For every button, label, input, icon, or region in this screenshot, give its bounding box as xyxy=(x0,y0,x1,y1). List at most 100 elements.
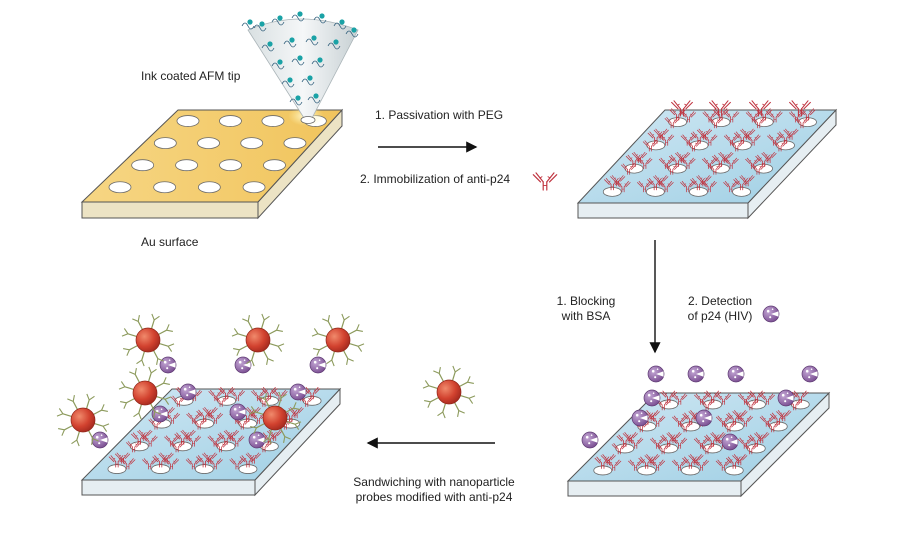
p24-icon xyxy=(309,356,327,374)
well xyxy=(175,159,198,172)
antibody-icon xyxy=(754,432,770,444)
afm-tip-icon xyxy=(241,11,359,126)
well xyxy=(602,186,622,197)
blocking-line-1: 1. Blocking xyxy=(556,294,616,308)
antibody-icon xyxy=(699,443,715,455)
blue-slab-3 xyxy=(80,387,342,497)
ink-dot xyxy=(297,55,303,61)
antibody-icon xyxy=(750,163,766,175)
antibody-icon xyxy=(196,455,213,468)
well xyxy=(637,465,657,476)
gold-slab xyxy=(80,108,344,220)
p24-icon xyxy=(687,365,705,383)
slab-front xyxy=(81,479,256,496)
well xyxy=(108,181,132,194)
antibody-icon xyxy=(616,434,633,447)
antibody-icon xyxy=(699,399,715,411)
gold-substrate xyxy=(80,108,344,220)
p24-icon xyxy=(801,365,819,383)
ink-dot xyxy=(313,93,319,99)
antibody-icon xyxy=(610,175,626,187)
antibody-icon xyxy=(158,452,174,464)
well xyxy=(732,186,751,197)
antibody-icon xyxy=(142,458,158,470)
blocking-label: 1. Blocking with BSA xyxy=(545,294,627,324)
antibody-icon xyxy=(218,387,235,400)
ink-molecule xyxy=(291,14,305,22)
antibody-icon xyxy=(131,432,148,445)
detection-line-1: 2. Detection xyxy=(687,294,753,308)
p24-icon xyxy=(777,389,795,407)
antibody-icon xyxy=(772,140,788,152)
antibody-icon xyxy=(622,432,638,444)
blue-slab-2 xyxy=(566,391,831,498)
antibody-icon xyxy=(185,435,201,447)
well xyxy=(176,115,200,127)
p24-captured-substrate xyxy=(566,365,831,498)
au-surface-label: Au surface xyxy=(141,235,199,249)
ink-molecule xyxy=(313,16,327,24)
slab-top xyxy=(576,109,838,204)
antibody-icon xyxy=(748,434,765,447)
well xyxy=(151,464,171,474)
p24-icon xyxy=(289,383,307,401)
antibody-icon xyxy=(202,452,218,464)
ink-dot xyxy=(319,13,325,19)
well xyxy=(242,181,266,194)
antibody-icon xyxy=(303,387,321,400)
antibody-icon xyxy=(737,415,753,427)
p24-icon xyxy=(179,383,197,401)
antibody-icon xyxy=(707,163,723,175)
antibody-icon xyxy=(682,456,699,469)
ink-molecule xyxy=(253,24,267,32)
antibody-icon xyxy=(638,456,655,469)
p24-icon xyxy=(91,431,109,449)
antibody-icon xyxy=(759,393,775,405)
blue-slab-1 xyxy=(576,108,838,220)
p24-icon xyxy=(727,365,745,383)
legend-icons xyxy=(422,172,780,419)
ink-dot xyxy=(339,19,345,25)
well xyxy=(645,186,665,197)
tip-cone xyxy=(247,18,359,121)
ink-dot xyxy=(259,21,265,27)
sandwich-substrate xyxy=(56,313,365,497)
well xyxy=(724,465,744,476)
antibody-icon xyxy=(777,131,794,144)
p24-icon xyxy=(631,409,649,427)
p24-icon xyxy=(647,365,665,383)
ink-dot xyxy=(333,39,339,45)
antibody-icon xyxy=(615,181,631,193)
antibody-icon xyxy=(709,100,731,117)
well xyxy=(194,464,214,474)
ink-molecule xyxy=(307,96,321,104)
antibody-icon xyxy=(680,157,696,169)
slab-front xyxy=(81,201,259,219)
antibody-icon xyxy=(660,434,677,447)
antibody-icon xyxy=(770,412,787,425)
tip-apex-well xyxy=(300,116,316,124)
antibody-icon xyxy=(690,131,708,144)
antibody-icon xyxy=(748,390,765,403)
well xyxy=(261,115,285,127)
ink-dot xyxy=(247,19,253,25)
ink-molecule xyxy=(327,42,341,50)
antibody-icon xyxy=(726,412,743,425)
antibody-icon xyxy=(712,154,729,167)
antibody-icon xyxy=(669,154,686,167)
well xyxy=(197,181,221,194)
ink-dot xyxy=(267,41,273,47)
antibody-icon xyxy=(647,178,664,191)
antibody-icon xyxy=(749,100,771,117)
passivated-substrate xyxy=(576,100,838,220)
ink-molecule xyxy=(289,98,303,106)
antibody-icon xyxy=(690,178,707,191)
slab-top xyxy=(566,392,831,482)
ink-molecule xyxy=(271,62,285,70)
antibody-icon xyxy=(186,412,202,424)
antibody-icon xyxy=(164,435,180,447)
antibody-icon xyxy=(239,455,257,468)
antibody-icon xyxy=(604,178,621,191)
antibody-icon xyxy=(217,432,235,445)
well xyxy=(107,464,127,474)
